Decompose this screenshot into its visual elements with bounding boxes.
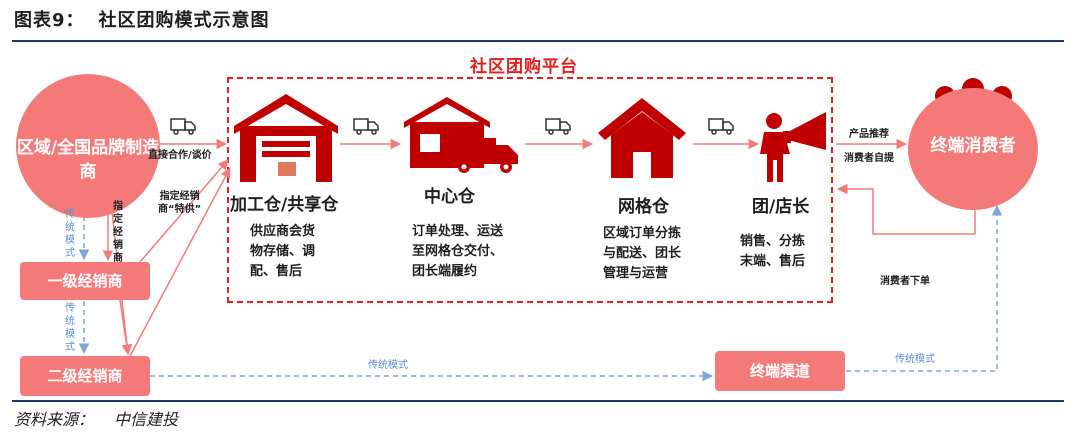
desc-line: 管理与运营	[603, 266, 669, 281]
label-product-rec: 产品推荐	[849, 129, 889, 140]
platform-title: 社区团购平台	[470, 57, 578, 77]
central-warehouse-icon	[404, 97, 518, 173]
desc-line: 物存储、调	[250, 244, 316, 259]
truck-icon-3	[545, 118, 571, 135]
desc-line: 团长端履约	[412, 264, 478, 279]
top-rule	[12, 40, 1064, 42]
label-consumer-order: 消费者下单	[880, 276, 930, 287]
warehouse-icon	[234, 94, 338, 182]
desc-line: 订单处理、运送	[412, 224, 504, 239]
label-line: 指定经销	[159, 191, 200, 202]
consumer-label: 终端消费者	[930, 136, 1016, 156]
node-central-label: 中心仓	[424, 187, 475, 207]
figure-title-text: 社区团购模式示意图	[98, 10, 270, 31]
node-processing-label: 加工仓/共享仓	[230, 195, 339, 215]
source-label: 资料来源：	[14, 410, 95, 429]
level1-distributor: 一级经销商	[20, 262, 150, 300]
node-grid-desc: 区域订单分拣 与配送、团长 管理与运营	[603, 224, 681, 284]
arrow-terminal-to-consumer-blue	[846, 204, 1003, 372]
label-designated-special: 指定经销 商“特供”	[158, 190, 201, 216]
node-grid-label: 网格仓	[618, 197, 669, 217]
desc-line: 销售、分拣	[740, 234, 806, 249]
figure-number: 图表9：	[14, 10, 85, 31]
brand-label: 区域/全国品牌制造商	[16, 138, 160, 182]
desc-line: 供应商会货	[250, 224, 316, 239]
label-traditional-bottom: 传统模式	[368, 360, 408, 371]
label-line: 商“特供”	[158, 204, 202, 215]
arrow-consumer-order	[836, 183, 976, 235]
desc-line: 区域订单分拣	[603, 226, 682, 241]
arrow-level1-to-level2-red	[119, 299, 132, 356]
platform-box	[227, 77, 833, 303]
bottom-rule	[12, 400, 1064, 402]
label-direct: 直接合作/谈价	[148, 150, 212, 161]
level2-distributor: 二级经销商	[20, 356, 150, 396]
truck-icon-1	[170, 118, 196, 135]
source-org: 中信建投	[114, 410, 179, 429]
desc-line: 与配送、团长	[603, 246, 682, 261]
node-leader-label: 团/店长	[752, 197, 810, 217]
node-central-desc: 订单处理、运送 至网格仓交付、 团长端履约	[412, 222, 503, 282]
arrow-level2-to-processing	[129, 167, 231, 357]
truck-icon-2	[353, 118, 379, 135]
house-icon	[598, 98, 686, 178]
consumer-circle	[908, 88, 1038, 210]
node-processing-desc: 供应商会货 物存储、调 配、售后	[250, 222, 315, 282]
node-leader-desc: 销售、分拣 末端、售后	[740, 232, 805, 272]
desc-line: 末端、售后	[740, 254, 806, 269]
source-line: 资料来源： 中信建投	[14, 406, 178, 430]
terminal-channel: 终端渠道	[715, 351, 845, 391]
megaphone-leader-icon	[760, 112, 826, 182]
arrow-level1-to-processing	[139, 159, 229, 263]
label-traditional-right: 传统模式	[895, 354, 935, 365]
desc-line: 至网格仓交付、	[412, 244, 504, 259]
label-traditional-v2: 传统模式	[65, 303, 75, 353]
label-designated-vertical: 指定经销商	[113, 201, 123, 264]
brand-circle	[16, 74, 160, 218]
truck-icon-4	[708, 118, 734, 135]
figure-title: 图表9： 社区团购模式示意图	[14, 6, 270, 32]
label-self-pickup: 消费者自提	[844, 153, 894, 164]
desc-line: 配、售后	[250, 264, 303, 279]
label-traditional-v1: 传统模式	[65, 209, 75, 259]
